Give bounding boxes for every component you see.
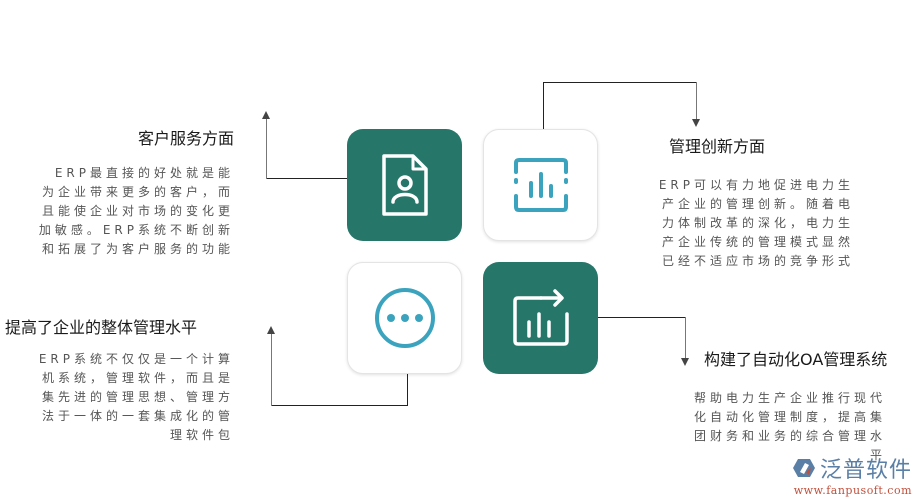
arrow-up-icon — [262, 111, 270, 119]
desc-line: 为企业带来更多的客户，而 — [41, 185, 234, 199]
connector-innovation-h — [543, 82, 697, 83]
desc-line: 平 — [869, 448, 886, 462]
desc-line: ERP最直接的好处就是能 — [54, 166, 234, 180]
desc-line: 产企业的管理创新。随着电 — [661, 197, 854, 211]
connector-innovation-v2 — [696, 82, 697, 120]
document-user-icon — [381, 154, 428, 216]
desc-line: 化自动化管理制度，提高集 — [693, 410, 886, 424]
section-desc-overall-management: ERP系统不仅仅是一个计算 机系统，管理软件，而且是 集先进的管理思想、管理方 … — [0, 350, 234, 445]
brand-logo: 泛普软件 www.fanpusoft.com — [792, 452, 912, 497]
arrow-down-icon — [692, 119, 700, 127]
desc-line: 法于一体的一套集成化的管 — [41, 409, 234, 423]
connector-innovation-v1 — [543, 82, 544, 129]
desc-line: 理软件包 — [169, 428, 234, 442]
tile-customer-service — [347, 129, 462, 241]
section-title-overall-management: 提高了企业的整体管理水平 — [5, 318, 198, 337]
logo-url: www.fanpusoft.com — [793, 484, 913, 497]
connector-oa-h — [598, 317, 686, 318]
tile-management-innovation — [483, 129, 598, 241]
section-title-oa-system: 构建了自动化OA管理系统 — [704, 350, 888, 369]
tile-overall-management — [347, 262, 462, 374]
desc-line: ERP可以有力地促进电力生 — [658, 178, 854, 192]
arrow-up-icon — [267, 326, 275, 334]
desc-line: 力体制改革的深化，电力生 — [661, 216, 854, 230]
desc-line: 加敏感。ERP系统不断创新 — [38, 223, 234, 237]
logo-name: 泛普软件 — [820, 458, 913, 483]
tile-oa-system — [483, 262, 598, 374]
section-desc-management-innovation: ERP可以有力地促进电力生 产企业的管理创新。随着电 力体制改革的深化，电力生 … — [614, 176, 854, 271]
desc-line: 已经不适应市场的竞争形式 — [661, 254, 854, 268]
connector-overall-v2 — [271, 334, 272, 406]
desc-line: 机系统，管理软件，而且是 — [41, 371, 234, 385]
desc-line: 集先进的管理思想、管理方 — [41, 390, 234, 404]
connector-customer-h — [267, 178, 347, 179]
desc-line: 且能使企业对市场的变化更 — [41, 204, 234, 218]
connector-overall-v1 — [407, 374, 408, 405]
arrow-down-icon — [681, 358, 689, 366]
section-title-management-innovation: 管理创新方面 — [669, 137, 766, 156]
connector-overall-h — [271, 405, 408, 406]
section-title-customer-service: 客户服务方面 — [137, 129, 234, 148]
logo-mark-icon — [793, 459, 815, 477]
chart-export-icon — [512, 289, 569, 346]
desc-line: 产企业传统的管理模式显然 — [661, 235, 854, 249]
desc-line: 和拓展了为客户服务的功能 — [41, 242, 234, 256]
desc-line: 团财务和业务的综合管理水 — [693, 429, 886, 443]
section-desc-oa-system: 帮助电力生产企业推行现代 化自动化管理制度，提高集 团财务和业务的综合管理水 平 — [646, 389, 886, 465]
section-desc-customer-service: ERP最直接的好处就是能 为企业带来更多的客户，而 且能使企业对市场的变化更 加… — [0, 164, 234, 259]
desc-line: ERP系统不仅仅是一个计算 — [38, 352, 234, 366]
bar-chart-frame-icon — [513, 158, 568, 212]
connector-customer-v — [266, 118, 267, 179]
connector-oa-v — [685, 317, 686, 359]
desc-line: 帮助电力生产企业推行现代 — [693, 391, 886, 405]
more-dots-icon — [374, 288, 435, 348]
